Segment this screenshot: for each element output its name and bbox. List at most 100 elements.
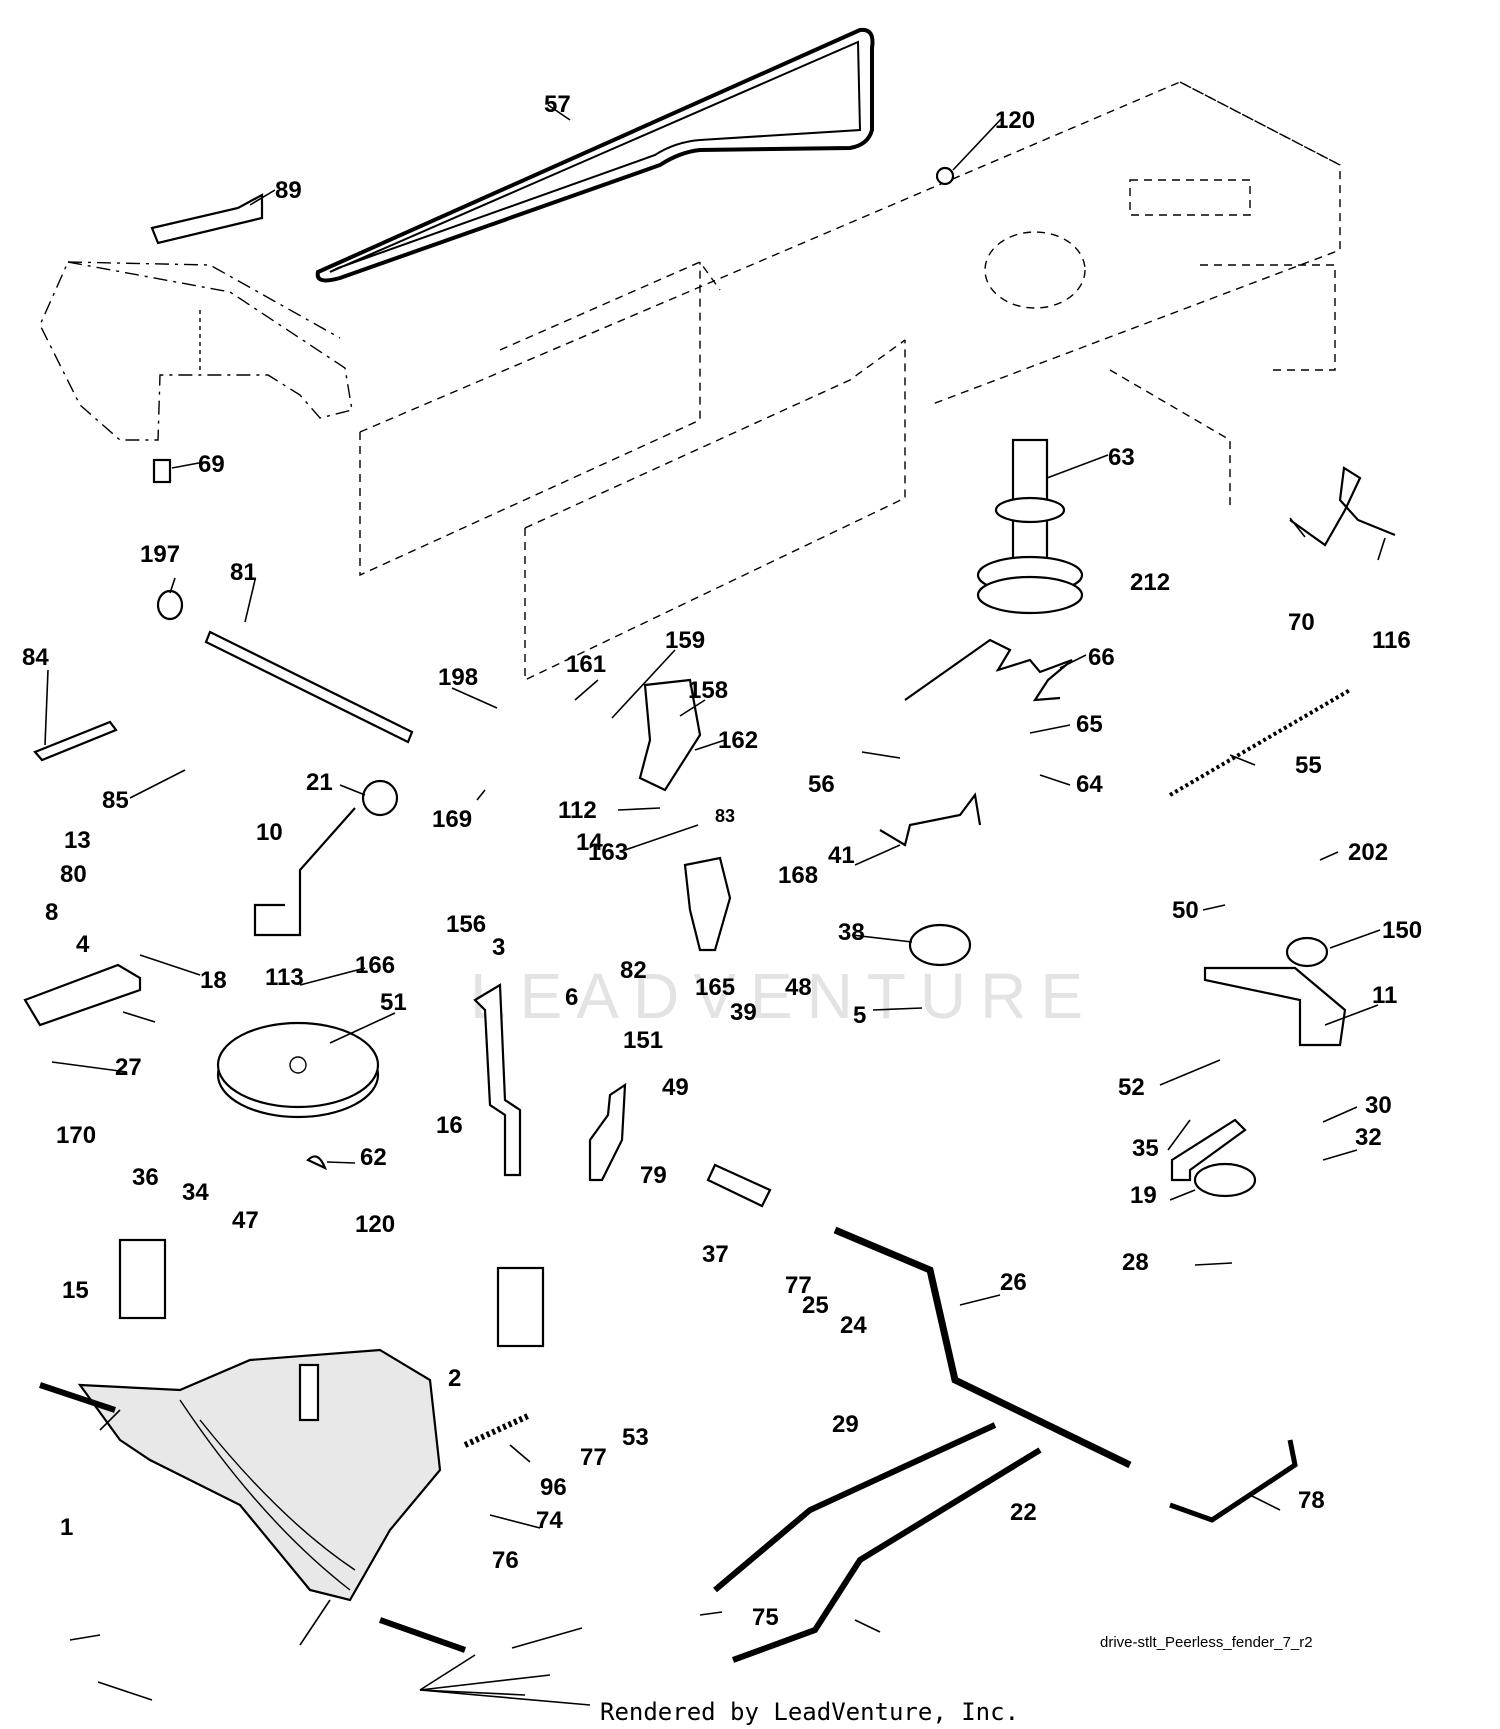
callout-label: 25 (802, 1292, 829, 1319)
key-79 (306, 1155, 328, 1171)
callout-label: 24 (840, 1312, 867, 1339)
bracket-49 (1170, 1118, 1247, 1182)
plate-48 (1203, 966, 1347, 1047)
bracket-165 (683, 856, 732, 952)
callout-label: 65 (1076, 711, 1103, 738)
callout-labels: 57 120 89 69 63 212 70 116 66 197 81 84 … (22, 91, 1422, 1631)
callout-label: 89 (275, 177, 302, 204)
plate-30-left (118, 1238, 167, 1320)
callout-label: 32 (1355, 1124, 1382, 1151)
callout-label: 8 (45, 899, 58, 926)
callout-label: 27 (115, 1054, 142, 1081)
guide-41 (879, 792, 982, 847)
callout-label: 53 (622, 1424, 649, 1451)
pulley-150 (1285, 936, 1329, 968)
callout-label: 77 (580, 1444, 607, 1471)
callout-label: 49 (662, 1074, 689, 1101)
callout-label: 29 (832, 1411, 859, 1438)
callout-label: 170 (56, 1122, 96, 1149)
callout-label: 14 (576, 829, 603, 856)
callout-label: 41 (828, 842, 855, 869)
callout-label: 16 (436, 1112, 463, 1139)
callout-label: 120 (995, 107, 1035, 134)
callout-label: 75 (752, 1604, 779, 1631)
belt-guide-66 (904, 638, 1073, 702)
callout-label: 1 (60, 1514, 73, 1541)
callout-label: 28 (1122, 1249, 1149, 1276)
callout-label: 96 (540, 1474, 567, 1501)
shaft-81 (204, 630, 414, 744)
callout-label: 4 (76, 931, 90, 958)
callout-label: 212 (1130, 569, 1170, 596)
spring-25 (463, 1412, 532, 1448)
plate-30-right (496, 1266, 545, 1348)
callout-label: 36 (132, 1164, 159, 1191)
callout-label: 77 (785, 1272, 812, 1299)
callout-label: 84 (22, 644, 49, 671)
callout-label: 158 (688, 677, 728, 704)
callout-label: 56 (808, 771, 835, 798)
callout-label: 70 (1288, 609, 1315, 636)
callout-label: 197 (140, 541, 180, 568)
callout-label: 11 (1372, 982, 1397, 1009)
callout-label: 3 (492, 934, 505, 961)
pulley-38 (908, 923, 972, 967)
callout-label: 57 (544, 91, 571, 118)
pulley-3 (216, 1021, 380, 1119)
callout-label: 64 (1076, 771, 1103, 798)
leader-lines (44, 104, 1386, 1706)
callout-label: 165 (695, 974, 735, 1001)
callout-label: 116 (1372, 627, 1411, 654)
callout-label: 15 (62, 1277, 89, 1304)
rod-28 (713, 1422, 997, 1593)
callout-label: 55 (1295, 752, 1322, 779)
callout-label: 6 (565, 984, 578, 1011)
bushing-197 (156, 589, 184, 621)
callout-label: 168 (778, 862, 818, 889)
callout-label: 120 (355, 1211, 395, 1238)
drive-belt (315, 27, 875, 283)
callout-label: 13 (64, 827, 91, 854)
callout-label: 163 (588, 839, 628, 866)
callout-label: 159 (665, 627, 705, 654)
callout-label: 39 (730, 999, 757, 1026)
watermark: LEADVENTURE (470, 960, 1097, 1032)
transaxle-1 (39, 1348, 466, 1653)
callout-label: 52 (1118, 1074, 1145, 1101)
shift-plate (150, 193, 264, 245)
callout-label: 150 (1382, 917, 1422, 944)
callout-label: 30 (1365, 1092, 1392, 1119)
callout-label: 151 (623, 1027, 663, 1054)
callout-label: 51 (380, 989, 407, 1016)
callout-label: 26 (1000, 1269, 1027, 1296)
drawing-id: drive-stlt_Peerless_fender_7_r2 (1100, 1634, 1313, 1651)
callout-label: 10 (256, 819, 283, 846)
callout-label: 35 (1132, 1135, 1159, 1162)
callout-label: 82 (620, 957, 647, 984)
callout-label: 113 (265, 964, 304, 991)
callout-label: 21 (306, 769, 333, 796)
rod-34 (833, 1226, 1132, 1469)
callout-label: 69 (198, 451, 225, 478)
callout-label: 22 (1010, 1499, 1037, 1526)
callout-label: 112 (558, 797, 597, 824)
callout-label: 48 (785, 974, 812, 1001)
callout-label: 78 (1298, 1487, 1325, 1514)
callout-label: 83 (715, 806, 735, 826)
callout-label: 198 (438, 664, 478, 691)
rod-84 (33, 720, 118, 762)
callout-label: 2 (448, 1365, 461, 1392)
rod-53 (1169, 1439, 1298, 1523)
callout-label: 5 (853, 1002, 866, 1029)
callout-label: 81 (230, 559, 257, 586)
sleeve-62 (706, 1163, 772, 1208)
callout-label: 169 (432, 806, 472, 833)
callout-label: 37 (702, 1241, 729, 1268)
nut-120-top (935, 166, 955, 186)
callout-label: 62 (360, 1144, 387, 1171)
callout-label: 47 (232, 1207, 259, 1234)
rod-22 (731, 1447, 1042, 1663)
callout-label: 202 (1348, 839, 1388, 866)
callout-label: 63 (1108, 444, 1135, 471)
